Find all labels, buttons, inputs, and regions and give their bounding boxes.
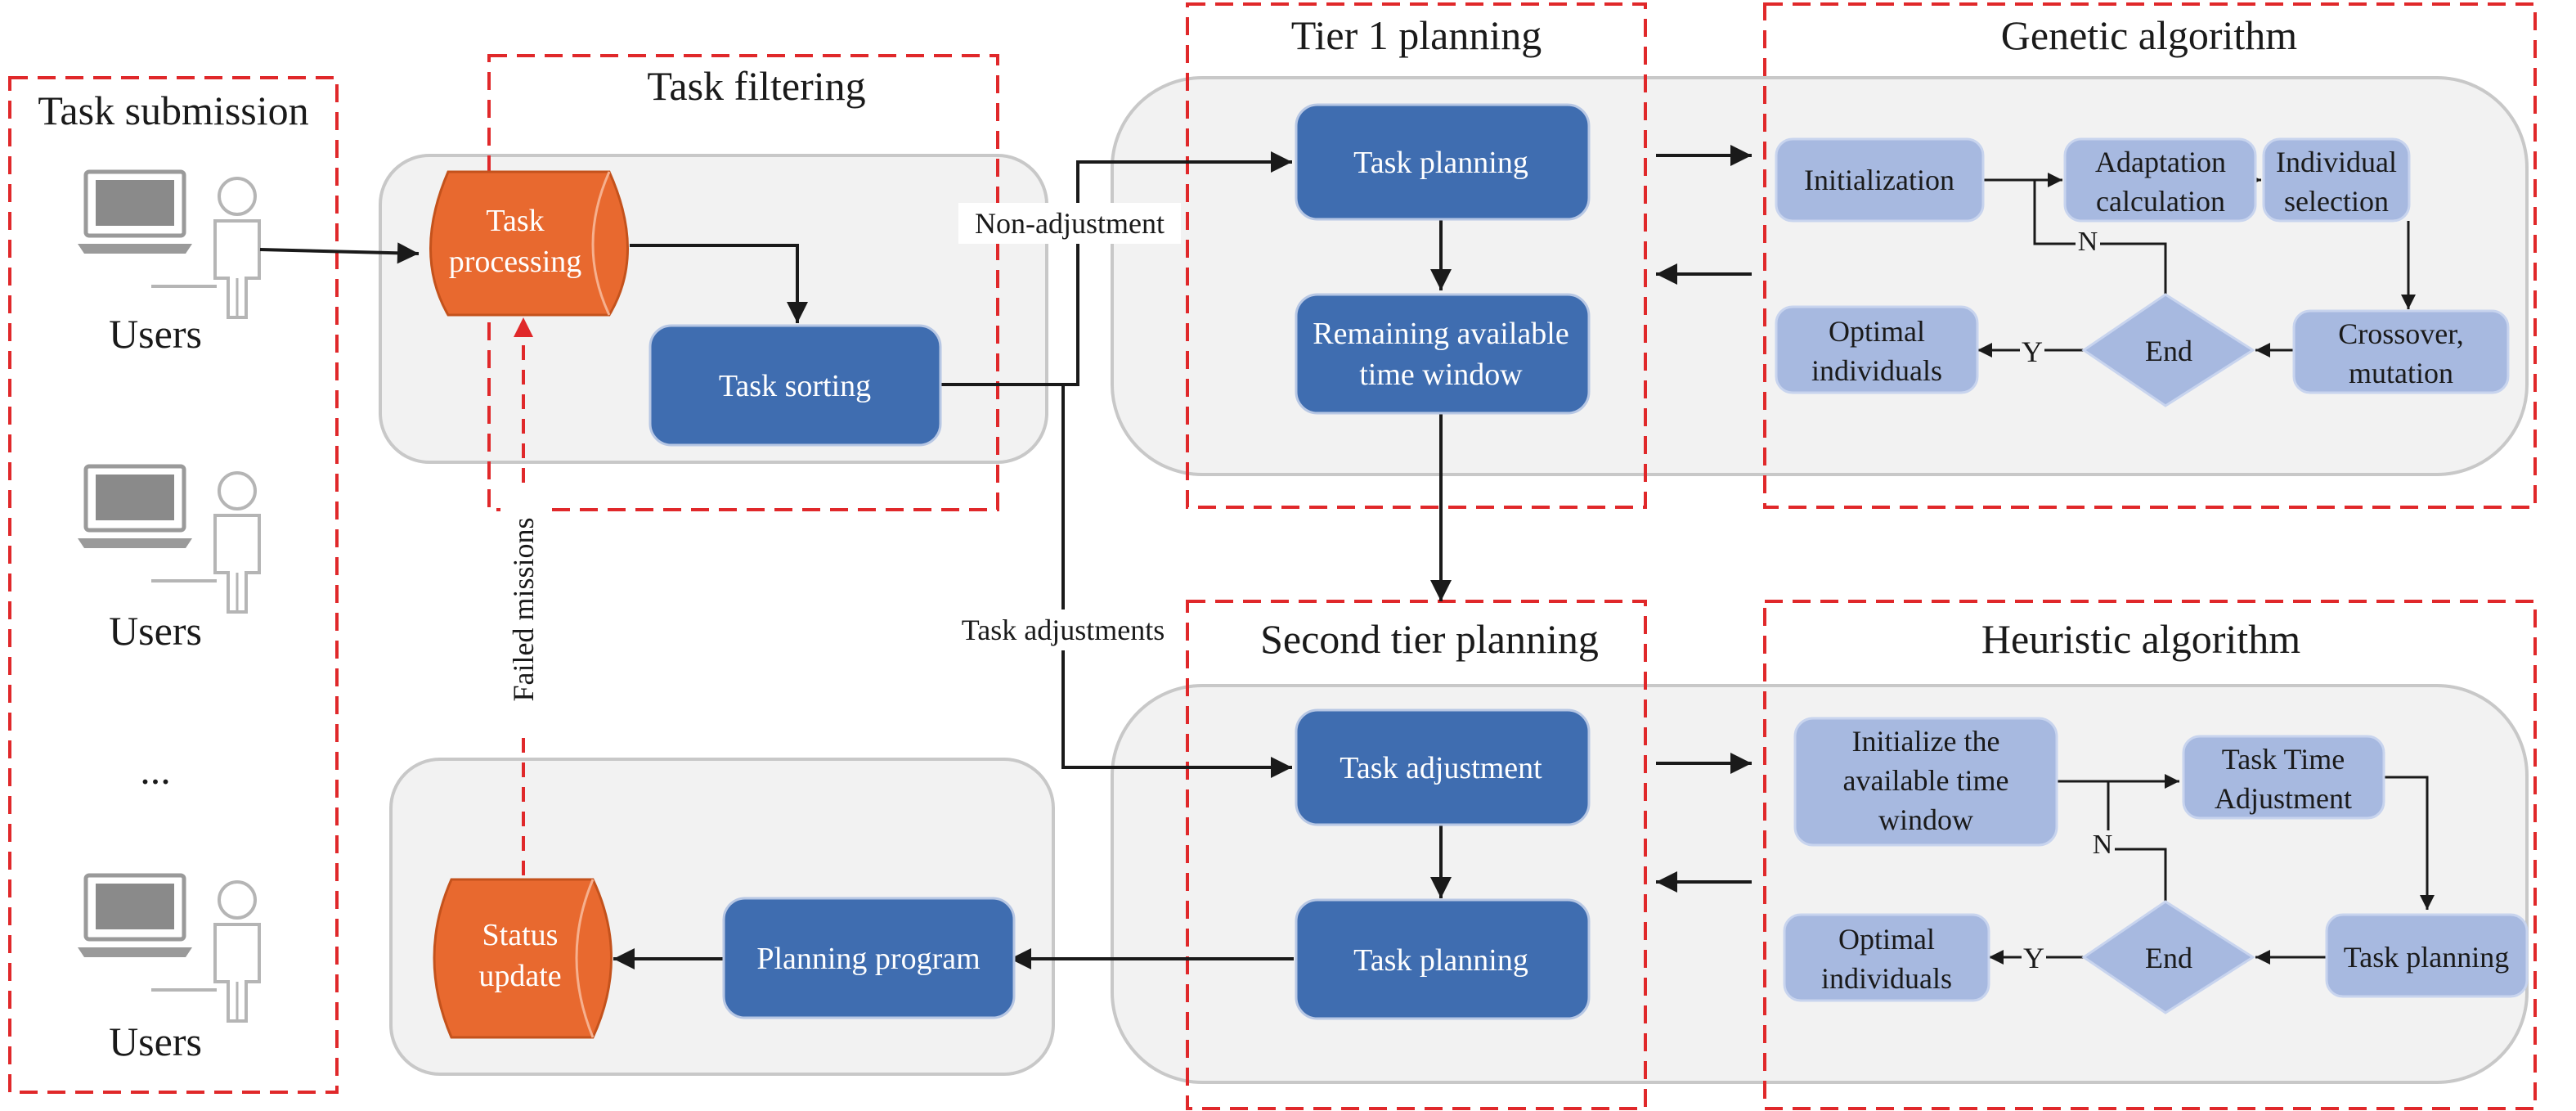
ha-time-adjustment-node: Task Time Adjustment bbox=[2182, 735, 2385, 820]
ha-optimal-line1: Optimal bbox=[1838, 923, 1935, 956]
ha-end-label: End bbox=[2145, 942, 2192, 974]
ga-optimal-line1: Optimal bbox=[1829, 315, 1925, 348]
label-failed-missions: Failed missions bbox=[507, 517, 540, 701]
ga-n-bg bbox=[2076, 227, 2100, 255]
title-tier2: Second tier planning bbox=[1260, 616, 1599, 662]
user-icon-3 bbox=[78, 875, 259, 1021]
ha-y-bg bbox=[2022, 944, 2046, 972]
tier1-remaining-line2: time window bbox=[1359, 358, 1523, 392]
ha-end-node: End bbox=[2081, 900, 2255, 1014]
users-label-2: Users bbox=[109, 608, 202, 654]
ga-optimal-line2: individuals bbox=[1811, 354, 1942, 387]
ha-optimal-node: Optimal individuals bbox=[1783, 913, 1990, 1002]
tier2-task-planning-label: Task planning bbox=[1353, 943, 1528, 978]
tier2-task-adjustment-node: Task adjustment bbox=[1295, 708, 1591, 826]
ha-init-line1: Initialize the bbox=[1852, 725, 2000, 758]
ga-crossover-line2: mutation bbox=[2349, 357, 2453, 389]
users-label-1: Users bbox=[109, 311, 202, 357]
ga-optimal-node: Optimal individuals bbox=[1775, 305, 1979, 394]
frame-tier2 bbox=[1186, 600, 1647, 1110]
ha-time-adj-line1: Task Time bbox=[2222, 743, 2345, 776]
task-adjustments-bg bbox=[949, 609, 1186, 650]
frame-tier1 bbox=[1186, 2, 1647, 509]
task-sorting-node: Task sorting bbox=[648, 324, 942, 447]
status-update-node: Status update bbox=[433, 878, 613, 1039]
ha-task-planning-label: Task planning bbox=[2344, 941, 2509, 974]
tier2-task-planning-node: Task planning bbox=[1295, 898, 1591, 1020]
ga-end-node: End bbox=[2081, 293, 2255, 407]
ha-n-bg bbox=[2090, 830, 2115, 858]
task-sorting-label: Task sorting bbox=[719, 369, 871, 403]
users-label-3: Users bbox=[109, 1019, 202, 1064]
ga-adaptation-node: Adaptation calculation bbox=[2063, 137, 2257, 223]
task-processing-line1: Task bbox=[486, 204, 544, 238]
title-tier1: Tier 1 planning bbox=[1291, 12, 1542, 58]
ga-selection-line1: Individual bbox=[2276, 146, 2397, 178]
tier1-task-planning-node: Task planning bbox=[1295, 103, 1591, 221]
status-update-line1: Status bbox=[482, 918, 559, 952]
planning-program-node: Planning program bbox=[722, 897, 1016, 1019]
ga-yes-label: Y bbox=[2022, 335, 2043, 368]
ga-individual-selection-node: Individual selection bbox=[2262, 137, 2411, 223]
task-processing-line2: processing bbox=[449, 245, 582, 279]
ha-task-planning-node: Task planning bbox=[2325, 913, 2529, 998]
tier1-task-planning-label: Task planning bbox=[1353, 146, 1528, 180]
planning-program-label: Planning program bbox=[756, 942, 980, 976]
failed-missions-bg bbox=[500, 491, 546, 728]
users-ellipsis: ... bbox=[140, 747, 171, 793]
frame-genetic bbox=[1763, 2, 2537, 509]
ga-initialization-label: Initialization bbox=[1804, 164, 1954, 196]
frame-task-submission bbox=[8, 76, 339, 1094]
ha-optimal-line2: individuals bbox=[1821, 962, 1952, 995]
ga-adaptation-line2: calculation bbox=[2096, 185, 2225, 218]
ha-arrow-end-n-loop bbox=[2107, 781, 2167, 902]
ha-arrow-timeadj-planning bbox=[2384, 776, 2435, 910]
title-task-filtering: Task filtering bbox=[647, 63, 865, 109]
ha-init-line2: available time bbox=[1843, 764, 2009, 797]
label-non-adjustment: Non-adjustment bbox=[975, 207, 1165, 240]
ha-init-line3: window bbox=[1878, 803, 1973, 836]
arrow-user-to-processing bbox=[259, 242, 420, 264]
user-icon-2 bbox=[78, 466, 259, 612]
ga-adaptation-line1: Adaptation bbox=[2095, 146, 2226, 178]
label-task-adjustments: Task adjustments bbox=[962, 614, 1165, 646]
title-genetic: Genetic algorithm bbox=[2001, 12, 2297, 58]
user-icon-1 bbox=[78, 172, 259, 317]
ha-time-adj-line2: Adjustment bbox=[2215, 782, 2352, 815]
ga-crossover-node: Crossover, mutation bbox=[2292, 309, 2510, 394]
arrow-sorting-to-tier2 bbox=[1061, 385, 1292, 778]
status-update-line2: update bbox=[478, 959, 561, 993]
task-processing-node: Task processing bbox=[429, 170, 629, 317]
arrow-processing-to-sorting bbox=[630, 244, 808, 323]
arrow-sorting-to-tier1 bbox=[940, 151, 1292, 386]
title-task-submission: Task submission bbox=[38, 88, 308, 133]
ga-crossover-line1: Crossover, bbox=[2338, 317, 2464, 350]
tier1-remaining-line1: Remaining available bbox=[1313, 317, 1568, 351]
ha-yes-label: Y bbox=[2023, 942, 2044, 974]
tier2-task-adjustment-label: Task adjustment bbox=[1340, 751, 1542, 785]
ha-initialize-window-node: Initialize the available time window bbox=[1793, 717, 2058, 847]
tier1-remaining-window-node: Remaining available time window bbox=[1295, 293, 1591, 415]
ga-end-label: End bbox=[2145, 335, 2192, 367]
title-heuristic: Heuristic algorithm bbox=[1981, 616, 2300, 662]
ga-selection-line2: selection bbox=[2284, 185, 2389, 218]
ga-y-bg bbox=[2020, 337, 2044, 365]
ga-initialization-node: Initialization bbox=[1775, 137, 1985, 223]
ga-no-label: N bbox=[2078, 227, 2098, 257]
ha-no-label: N bbox=[2093, 830, 2113, 860]
non-adjustment-bg bbox=[958, 203, 1181, 244]
